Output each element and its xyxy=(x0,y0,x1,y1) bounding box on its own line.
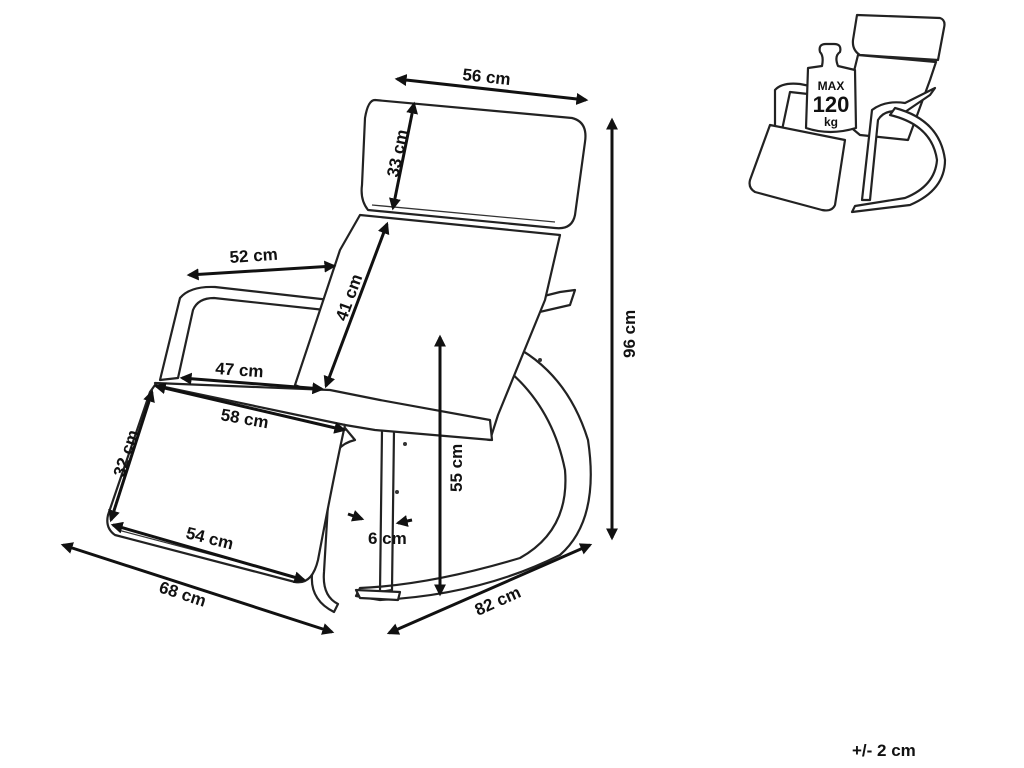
weight-value-label: 120 xyxy=(813,92,850,117)
label-overall-depth: 82 cm xyxy=(472,583,524,620)
dim-arrow-seat-back-width xyxy=(186,260,337,281)
rocking-chair-drawing xyxy=(106,98,592,614)
dim-arrow-headrest-width xyxy=(394,74,589,105)
label-seat-back-width: 52 cm xyxy=(229,245,278,267)
dim-arrow-headrest-height xyxy=(389,101,418,211)
label-headrest-width: 56 cm xyxy=(462,65,512,89)
max-weight-thumbnail: MAX 120 kg xyxy=(748,13,947,214)
dim-arrow-seat-depth xyxy=(153,382,347,434)
weight-unit-label: kg xyxy=(824,115,838,129)
label-seat-width: 47 cm xyxy=(215,359,264,381)
label-seat-height: 55 cm xyxy=(447,444,466,492)
label-frame-thickness: 6 cm xyxy=(368,529,407,548)
dim-arrow-backrest-height xyxy=(323,221,390,389)
tolerance-note: +/- 2 cm xyxy=(852,741,916,760)
dim-arrow-overall-width xyxy=(60,542,335,635)
dim-arrow-frame-thickness-right xyxy=(395,515,413,527)
label-overall-height: 96 cm xyxy=(620,310,639,358)
dimension-lines xyxy=(60,74,618,635)
dim-arrow-frame-thickness-left xyxy=(347,510,365,522)
dim-arrow-footrest-depth xyxy=(108,389,155,523)
dim-arrow-overall-depth xyxy=(386,543,593,635)
weight-max-label: MAX xyxy=(818,79,845,93)
